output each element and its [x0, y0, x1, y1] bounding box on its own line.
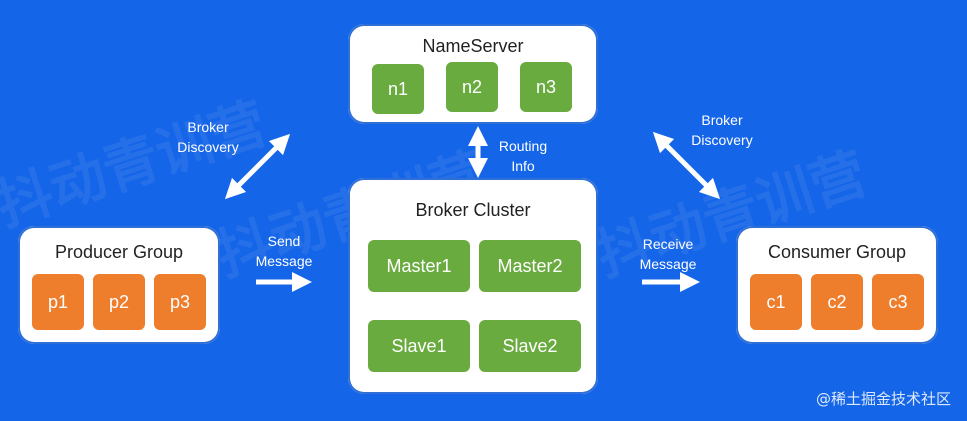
broker-cluster-box: Broker Cluster Master1 Master2 Slave1 Sl… [348, 178, 598, 394]
consumer-node: c3 [872, 274, 924, 330]
receive-message-label: Receive Message [639, 236, 697, 272]
consumer-node: c1 [750, 274, 802, 330]
producer-node: p3 [154, 274, 206, 330]
send-message-label: Send Message [255, 233, 313, 269]
broker-discovery-right-arrow [652, 131, 721, 200]
nameserver-title: NameServer [422, 36, 524, 56]
broker-node-slave2: Slave2 [479, 320, 581, 372]
nameserver-node: n3 [520, 62, 572, 112]
broker-node-slave1: Slave1 [368, 320, 470, 372]
producer-node: p2 [93, 274, 145, 330]
broker-discovery-right-label: Broker Discovery [691, 112, 753, 148]
consumer-group-title: Consumer Group [767, 242, 907, 262]
producer-group-title: Producer Group [54, 242, 184, 262]
nameserver-box: NameServer n1 n2 n3 [348, 24, 598, 124]
broker-discovery-left-arrow [224, 133, 291, 200]
broker-cluster-title: Broker Cluster [415, 200, 531, 220]
producer-group-box: Producer Group p1 p2 p3 [18, 226, 220, 344]
broker-node-master2: Master2 [479, 240, 581, 292]
nameserver-node: n2 [446, 62, 498, 112]
source-watermark: @稀土掘金技术社区 [815, 390, 951, 408]
broker-discovery-left-label: Broker Discovery [177, 119, 239, 155]
nameserver-node: n1 [372, 64, 424, 114]
broker-node-master1: Master1 [368, 240, 470, 292]
consumer-node: c2 [811, 274, 863, 330]
producer-node: p1 [32, 274, 84, 330]
consumer-group-box: Consumer Group c1 c2 c3 [736, 226, 938, 344]
routing-info-label: Routing Info [498, 138, 548, 174]
